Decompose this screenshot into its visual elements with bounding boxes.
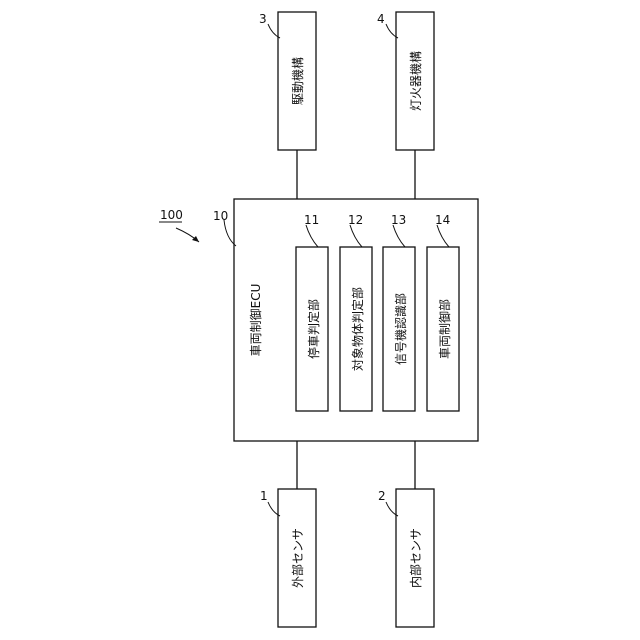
stop-determination-label: 停車判定部: [306, 299, 321, 359]
signal-recognition-ref: 13: [391, 213, 406, 227]
light-mechanism-label: 灯火器機構: [408, 51, 423, 111]
input-external-sensor: 外部センサ 1: [260, 489, 316, 627]
system-label: 100: [160, 208, 183, 222]
ecu-ref: 10: [213, 209, 228, 223]
system-reference: 100: [159, 208, 199, 242]
external-sensor-ref: 1: [260, 489, 268, 503]
vehicle-control-ref: 14: [435, 213, 450, 227]
ecu-label: 車両制御ECU: [248, 284, 263, 357]
stop-determination-ref: 11: [304, 213, 319, 227]
output-drive-mechanism: 駆動機構 3: [259, 12, 316, 150]
object-determination-ref: 12: [348, 213, 363, 227]
drive-mechanism-label: 駆動機構: [290, 57, 305, 105]
signal-recognition-label: 信号機認識部: [393, 293, 408, 365]
output-light-mechanism: 灯火器機構 4: [377, 12, 434, 150]
light-mechanism-ref: 4: [377, 12, 385, 26]
drive-mechanism-ref: 3: [259, 12, 267, 26]
external-sensor-label: 外部センサ: [290, 528, 305, 588]
internal-sensor-ref: 2: [378, 489, 386, 503]
input-internal-sensor: 内部センサ 2: [378, 489, 434, 627]
internal-sensor-label: 内部センサ: [408, 528, 423, 588]
object-determination-label: 対象物体判定部: [350, 287, 365, 371]
vehicle-control-label: 車両制御部: [437, 299, 452, 359]
